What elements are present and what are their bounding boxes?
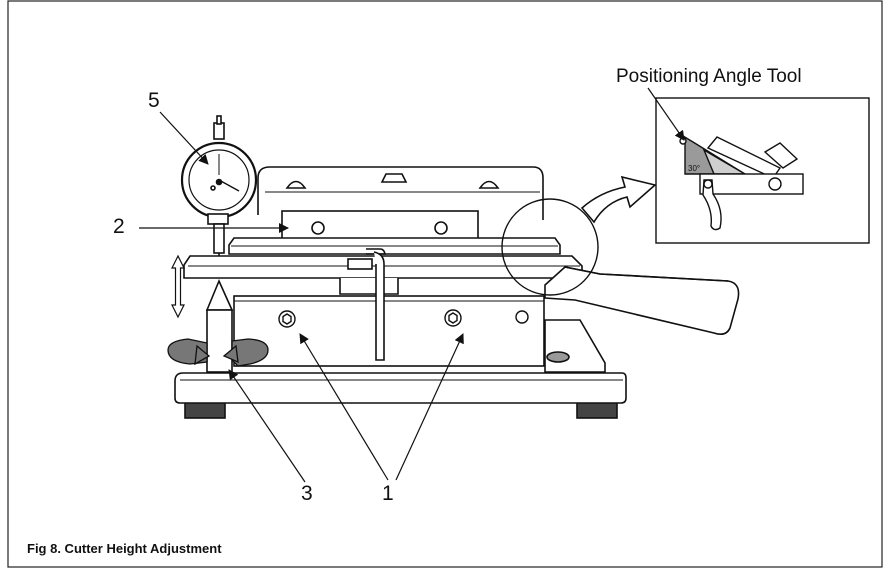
height-arrow-icon (171, 254, 185, 319)
callout-3: 3 (301, 482, 313, 505)
socket-screw-right (444, 309, 462, 327)
callout-1-pointer-left (299, 333, 389, 481)
callout-1: 1 (382, 482, 394, 505)
upper-housing (257, 166, 544, 220)
base-plate (174, 372, 627, 419)
rotation-arrow-icon (167, 338, 269, 367)
callout-1-pointer-right (395, 333, 464, 481)
handle (544, 266, 740, 335)
inset-pointer-arrow (580, 175, 657, 224)
holding-bar (281, 210, 479, 242)
main-body (233, 295, 545, 367)
inset-angle-label: 30° (688, 164, 700, 173)
callout-5-pointer (159, 111, 209, 165)
inset-panel: 30° (655, 97, 870, 244)
figure-frame (7, 0, 883, 568)
figure-caption: Fig 8. Cutter Height Adjustment (27, 541, 222, 556)
inset-title: Positioning Angle Tool (616, 66, 802, 87)
socket-screw-left (278, 310, 296, 328)
rear-block (544, 319, 606, 373)
callout-2: 2 (113, 215, 125, 238)
magnifier-circle (501, 198, 599, 296)
callout-5: 5 (148, 89, 160, 112)
adjustment-post (205, 278, 234, 373)
inset-title-pointer (647, 87, 685, 141)
callout-3-pointer (228, 369, 306, 483)
allen-key (347, 248, 386, 361)
body-hole (515, 310, 529, 324)
top-plate (228, 237, 561, 255)
